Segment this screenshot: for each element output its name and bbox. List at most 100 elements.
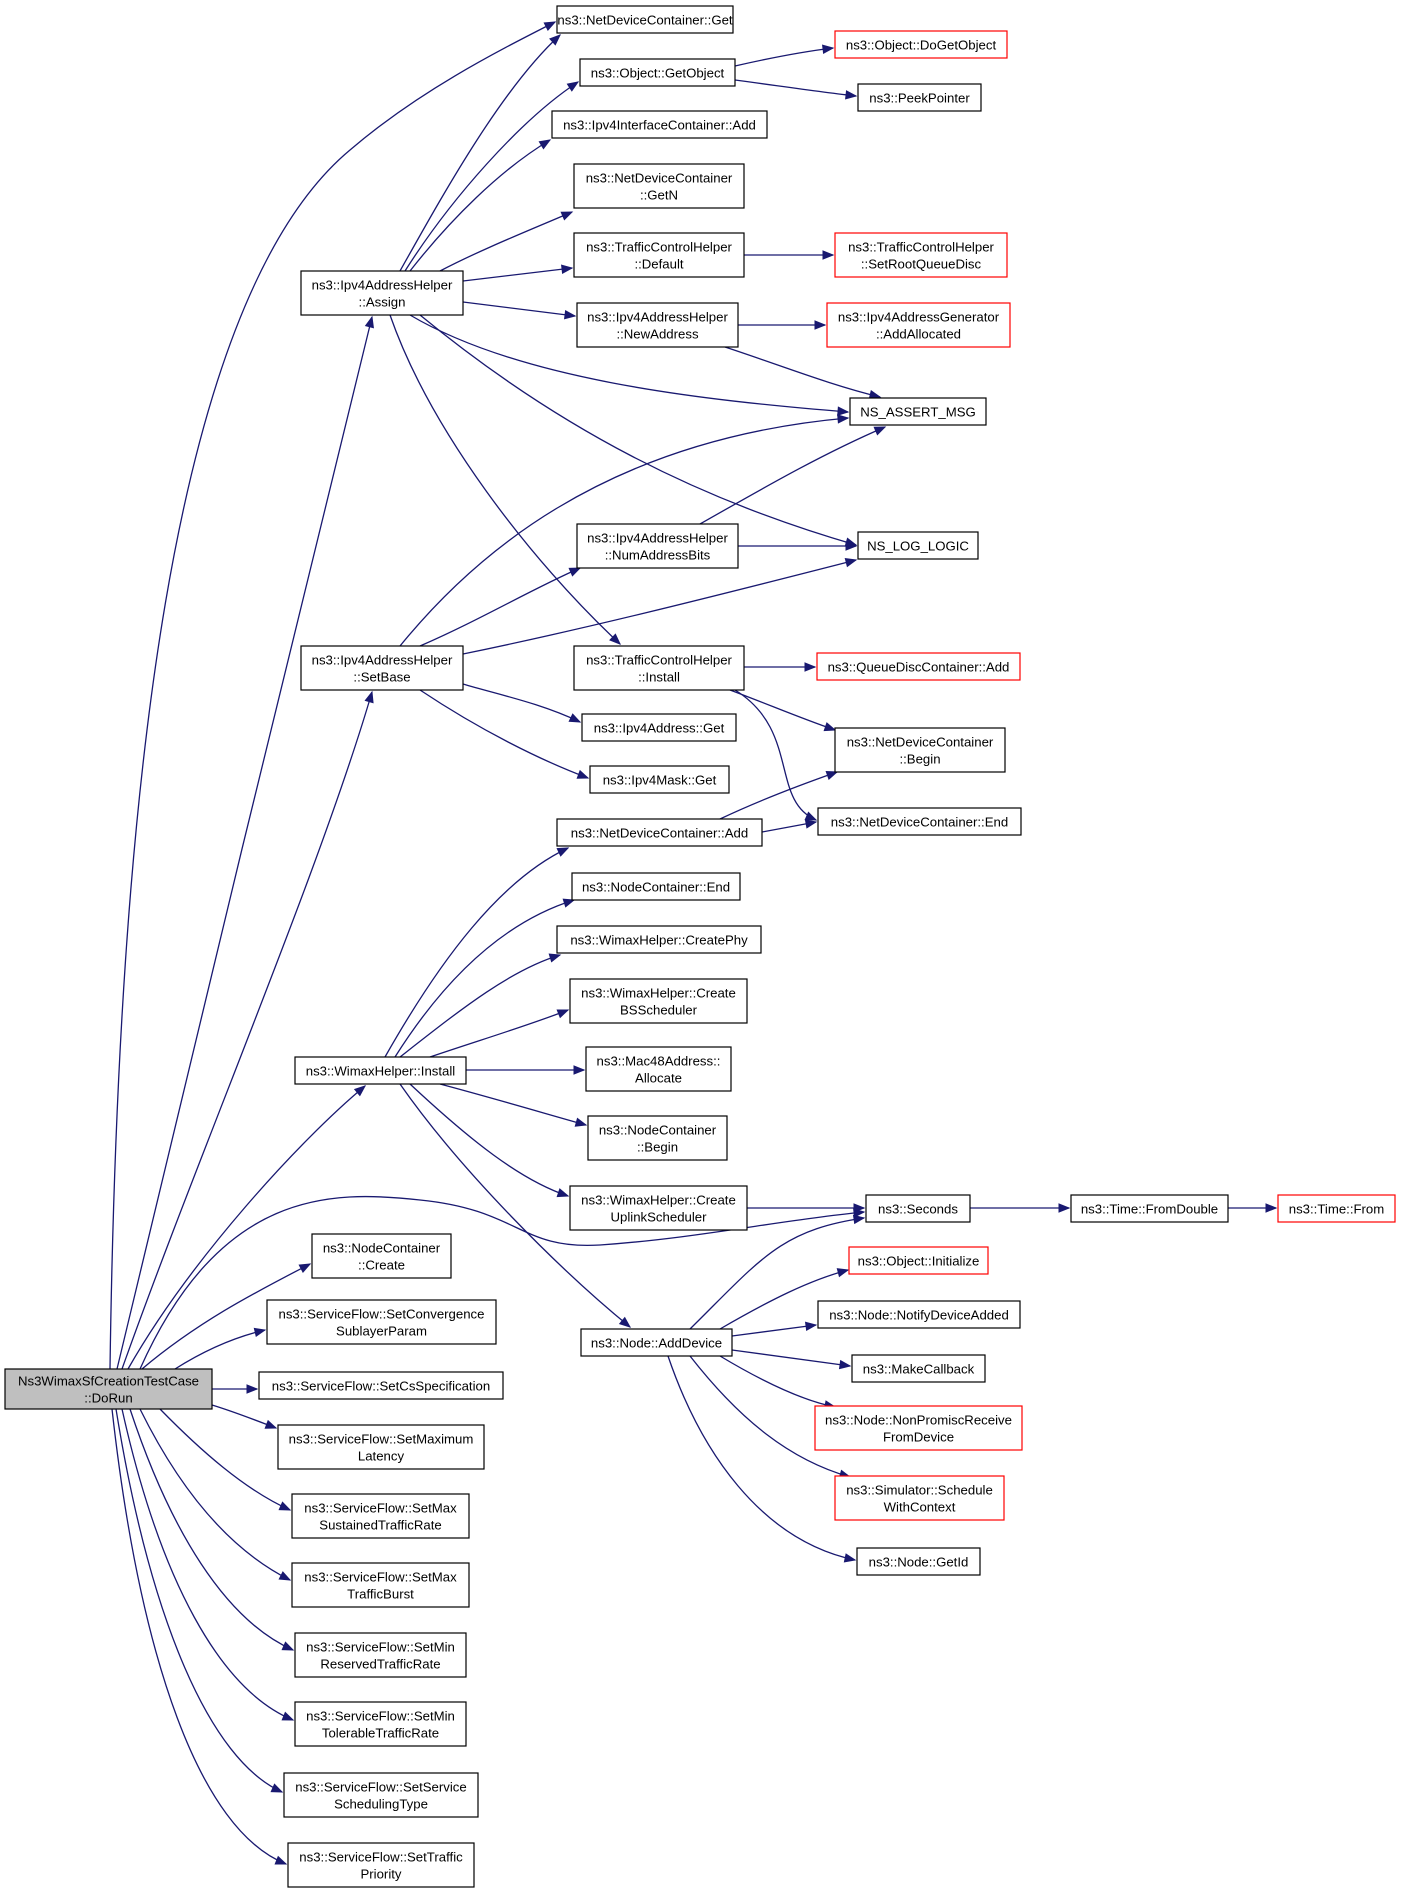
node-box: [849, 397, 987, 426]
graph-node-node-notify[interactable]: ns3::Node::NotifyDeviceAdded: [817, 1300, 1021, 1329]
call-edge: [466, 1065, 586, 1075]
graph-node-ndc-getn[interactable]: ns3::NetDeviceContainer::GetN: [573, 163, 745, 209]
call-edge: [462, 301, 577, 320]
graph-node-obj-dogetobject[interactable]: ns3::Object::DoGetObject: [834, 30, 1008, 59]
node-label: ns3::Node::NonPromiscReceive: [825, 1413, 1012, 1428]
graph-node-iag-addallocated[interactable]: ns3::Ipv4AddressGenerator::AddAllocated: [826, 302, 1011, 348]
graph-node-wh-install[interactable]: ns3::WimaxHelper::Install: [294, 1056, 467, 1085]
graph-node-seconds[interactable]: ns3::Seconds: [865, 1194, 971, 1223]
graph-node-obj-getobject[interactable]: ns3::Object::GetObject: [579, 58, 736, 87]
graph-node-ndc-begin[interactable]: ns3::NetDeviceContainer::Begin: [834, 727, 1006, 773]
node-label: ns3::ServiceFlow::SetMax: [304, 1570, 457, 1585]
node-box: [826, 302, 1011, 348]
graph-node-ns-log-logic[interactable]: NS_LOG_LOGIC: [857, 531, 979, 560]
call-edge-line: [121, 691, 373, 1370]
graph-node-time-fromdouble[interactable]: ns3::Time::FromDouble: [1070, 1194, 1229, 1223]
call-edge-line: [729, 689, 836, 731]
node-box: [865, 1194, 971, 1223]
graph-node-node-adddevice[interactable]: ns3::Node::AddDevice: [580, 1328, 733, 1357]
arrowhead: [568, 713, 582, 723]
arrowhead: [836, 1268, 850, 1278]
arrowhead: [264, 1419, 278, 1429]
graph-node-nc-create[interactable]: ns3::NodeContainer::Create: [311, 1233, 452, 1279]
arrowhead: [278, 1571, 292, 1581]
graph-node-root[interactable]: Ns3WimaxSfCreationTestCase::DoRun: [4, 1368, 213, 1410]
node-box: [287, 1842, 475, 1888]
graph-node-tch-setroot[interactable]: ns3::TrafficControlHelper::SetRootQueueD…: [834, 232, 1008, 278]
graph-node-iah-newaddress[interactable]: ns3::Ipv4AddressHelper::NewAddress: [576, 302, 739, 348]
graph-node-nc-end[interactable]: ns3::NodeContainer::End: [571, 872, 741, 901]
arrowhead: [845, 90, 858, 100]
call-edge: [734, 689, 818, 821]
graph-node-sf-setmintol[interactable]: ns3::ServiceFlow::SetMinTolerableTraffic…: [294, 1701, 467, 1747]
graph-node-sf-setcs[interactable]: ns3::ServiceFlow::SetCsSpecification: [258, 1371, 504, 1400]
graph-node-time-from[interactable]: ns3::Time::From: [1277, 1194, 1396, 1223]
call-edge: [399, 953, 562, 1058]
graph-node-tch-default[interactable]: ns3::TrafficControlHelper::Default: [573, 232, 745, 278]
node-box: [569, 1185, 748, 1231]
graph-node-peekpointer[interactable]: ns3::PeekPointer: [857, 83, 982, 112]
graph-node-ndc-add[interactable]: ns3::NetDeviceContainer::Add: [556, 818, 763, 847]
arrowhead: [274, 1855, 288, 1865]
call-nodes: Ns3WimaxSfCreationTestCase::DoRun ns3::Ne…: [4, 5, 1396, 1888]
graph-node-ns-assert-msg[interactable]: NS_ASSERT_MSG: [849, 397, 987, 426]
graph-node-iah-setbase[interactable]: ns3::Ipv4AddressHelper::SetBase: [300, 645, 464, 691]
graph-node-makecallback[interactable]: ns3::MakeCallback: [851, 1354, 986, 1383]
graph-node-ndc-get[interactable]: ns3::NetDeviceContainer::Get: [556, 5, 734, 34]
node-box: [266, 1299, 497, 1345]
arrowhead: [822, 44, 835, 54]
graph-node-iah-assign[interactable]: ns3::Ipv4AddressHelper::Assign: [300, 270, 464, 316]
call-edge-line: [419, 689, 589, 779]
graph-node-ipv4ic-add[interactable]: ns3::Ipv4InterfaceContainer::Add: [551, 110, 768, 139]
node-box: [587, 1115, 728, 1161]
graph-node-nc-begin[interactable]: ns3::NodeContainer::Begin: [587, 1115, 728, 1161]
graph-node-iah-numbits[interactable]: ns3::Ipv4AddressHelper::NumAddressBits: [576, 523, 739, 569]
node-box: [294, 1701, 467, 1747]
graph-node-obj-initialize[interactable]: ns3::Object::Initialize: [848, 1246, 989, 1275]
call-edge-line: [699, 426, 886, 525]
node-box: [291, 1562, 470, 1608]
graph-node-mac48-allocate[interactable]: ns3::Mac48Address::Allocate: [585, 1046, 732, 1092]
call-edge-line: [419, 314, 857, 546]
call-edge-line: [116, 316, 373, 1370]
arrowhead: [364, 315, 374, 329]
graph-node-sf-setminres[interactable]: ns3::ServiceFlow::SetMinReservedTrafficR…: [294, 1632, 467, 1678]
node-label: ns3::Object::Initialize: [858, 1254, 980, 1269]
graph-node-ndc-end[interactable]: ns3::NetDeviceContainer::End: [817, 807, 1022, 836]
graph-node-wh-createphy[interactable]: ns3::WimaxHelper::CreatePhy: [556, 925, 762, 954]
node-box: [817, 1300, 1021, 1329]
call-edge-line: [394, 899, 575, 1058]
call-edge: [115, 1408, 284, 1793]
graph-node-tch-install[interactable]: ns3::TrafficControlHelper::Install: [573, 645, 745, 691]
call-edge: [211, 1404, 278, 1429]
arrowhead: [253, 1327, 267, 1338]
call-edge: [419, 567, 582, 647]
graph-node-ipv4addr-get[interactable]: ns3::Ipv4Address::Get: [581, 713, 737, 742]
node-label: SublayerParam: [336, 1324, 427, 1339]
graph-node-node-getid[interactable]: ns3::Node::GetId: [856, 1547, 981, 1576]
arrowhead: [1058, 1203, 1071, 1213]
graph-node-sf-setsched[interactable]: ns3::ServiceFlow::SetServiceSchedulingTy…: [283, 1772, 479, 1818]
node-box: [300, 270, 464, 316]
node-label: ns3::WimaxHelper::Create: [581, 986, 736, 1001]
graph-node-sf-setmaxsus[interactable]: ns3::ServiceFlow::SetMaxSustainedTraffic…: [291, 1493, 470, 1539]
graph-node-sf-setconv[interactable]: ns3::ServiceFlow::SetConvergenceSublayer…: [266, 1299, 497, 1345]
graph-node-ipv4mask-get[interactable]: ns3::Ipv4Mask::Get: [589, 765, 730, 794]
call-edge: [724, 346, 882, 400]
node-box: [857, 83, 982, 112]
arrowhead: [814, 320, 827, 330]
arrowhead: [568, 567, 582, 577]
graph-node-qdc-add[interactable]: ns3::QueueDiscContainer::Add: [816, 652, 1021, 681]
call-edge: [399, 414, 850, 647]
call-edge: [404, 81, 580, 272]
call-edge-line: [384, 847, 569, 1058]
node-label: ns3::Node::GetId: [869, 1555, 969, 1570]
